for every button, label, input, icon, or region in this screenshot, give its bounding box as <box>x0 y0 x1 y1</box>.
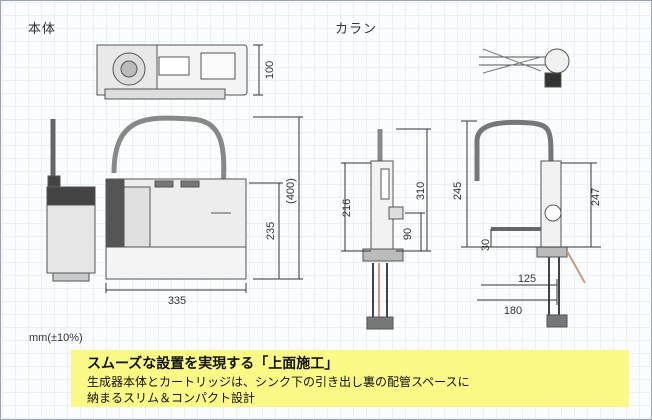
main-unit-label: 本体 <box>28 22 57 37</box>
dim-335: 335 <box>168 295 186 307</box>
unit-note: mm(±10%) <box>29 332 83 344</box>
dim-310: 310 <box>415 182 427 200</box>
dim-235: 235 <box>265 222 277 240</box>
faucet-top-view <box>479 48 570 88</box>
dim-335-line <box>105 283 247 293</box>
dim-vertical-lines <box>249 116 303 280</box>
dim-100: 100 <box>264 61 276 79</box>
caption-box: スムーズな設置を実現する「上面施工」 生成器本体とカートリッジは、シンク下の引き… <box>71 350 629 407</box>
dim-front-lines <box>341 128 431 252</box>
caption-title: スムーズな設置を実現する「上面施工」 <box>87 356 339 372</box>
dim-side-lines <box>461 120 601 305</box>
unit-side-view <box>105 115 247 280</box>
caption-line-2: 納まるスリム＆コンパクト設計 <box>87 391 256 405</box>
faucet-side-view <box>474 119 586 328</box>
dim-125: 125 <box>518 273 536 285</box>
dim-90: 90 <box>402 228 414 240</box>
faucet-label: カラン <box>335 22 378 37</box>
unit-top-view <box>96 44 248 100</box>
dim-100-line <box>253 44 263 96</box>
dim-216: 216 <box>341 199 353 217</box>
faucet-front-view <box>362 129 404 330</box>
dim-245: 245 <box>452 182 464 200</box>
dim-400: (400) <box>285 178 297 204</box>
dim-247: 247 <box>590 188 602 206</box>
caption-line-1: 生成器本体とカートリッジは、シンク下の引き出し裏の配管スペースに <box>87 375 470 389</box>
dim-180: 180 <box>504 305 522 317</box>
dim-30: 30 <box>480 239 492 251</box>
cartridge-side <box>46 119 96 282</box>
